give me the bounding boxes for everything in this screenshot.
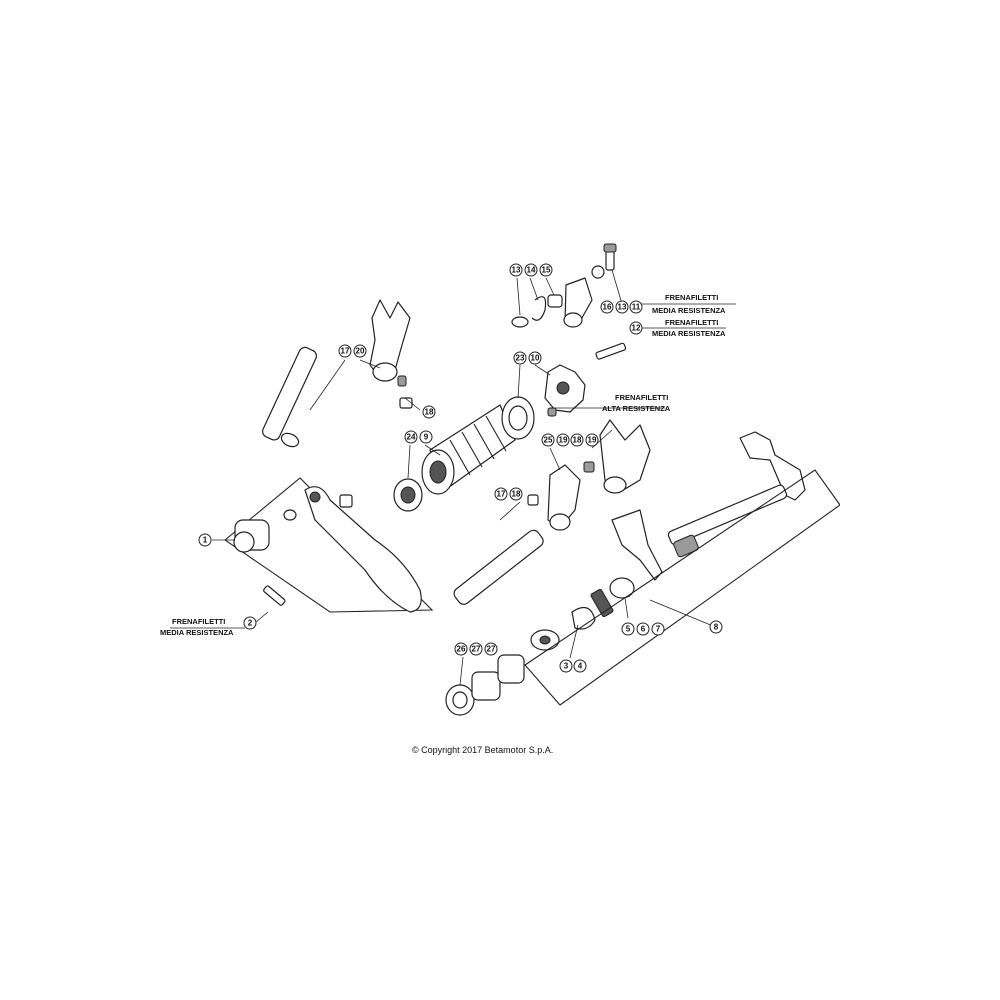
callout-5: 5 (621, 622, 635, 636)
svg-text:17: 17 (341, 347, 350, 356)
svg-text:27: 27 (472, 645, 481, 654)
svg-text:FRENAFILETTI: FRENAFILETTI (665, 318, 718, 327)
callout-13-right: 13 (615, 300, 629, 314)
svg-text:FRENAFILETTI: FRENAFILETTI (665, 293, 718, 302)
callout-7: 7 (651, 622, 665, 636)
svg-text:8: 8 (714, 623, 719, 632)
svg-text:27: 27 (487, 645, 496, 654)
callout-12: 12 (629, 321, 643, 335)
svg-text:11: 11 (632, 303, 641, 312)
svg-text:MEDIA RESISTENZA: MEDIA RESISTENZA (160, 628, 234, 637)
shift-pedal-assembly (224, 477, 434, 613)
svg-text:9: 9 (424, 433, 429, 442)
svg-text:ALTA RESISTENZA: ALTA RESISTENZA (602, 404, 671, 413)
note-threadlock-medium-2: FRENAFILETTI MEDIA RESISTENZA (652, 318, 726, 338)
svg-text:13: 13 (512, 266, 521, 275)
svg-text:26: 26 (457, 645, 466, 654)
callout-23: 23 (513, 351, 527, 365)
svg-text:25: 25 (544, 436, 553, 445)
exploded-parts-diagram: 1 2 3 4 5 6 7 8 9 10 11 12 13 13 14 15 1… (160, 240, 840, 757)
svg-text:23: 23 (516, 354, 525, 363)
callout-9: 9 (419, 430, 433, 444)
svg-text:14: 14 (527, 266, 536, 275)
callout-18-upper: 18 (422, 405, 436, 419)
svg-text:10: 10 (531, 354, 540, 363)
svg-text:MEDIA RESISTENZA: MEDIA RESISTENZA (652, 329, 726, 338)
shift-fork-upper-left (262, 299, 413, 448)
svg-text:18: 18 (425, 408, 434, 417)
leader-lines (170, 269, 736, 686)
callout-27-left: 27 (469, 642, 483, 656)
shift-fork-middle (527, 419, 651, 531)
svg-text:1: 1 (203, 536, 208, 545)
callout-26: 26 (454, 642, 468, 656)
shift-drum (393, 364, 586, 512)
callout-1: 1 (198, 533, 212, 547)
callout-11: 11 (629, 300, 643, 314)
svg-text:2: 2 (248, 619, 253, 628)
svg-text:13: 13 (618, 303, 627, 312)
callout-18-mid: 18 (570, 433, 584, 447)
svg-text:19: 19 (588, 436, 597, 445)
svg-text:5: 5 (626, 625, 631, 634)
callout-2: 2 (243, 616, 257, 630)
callout-24: 24 (404, 430, 418, 444)
callout-3: 3 (559, 659, 573, 673)
callout-17-lower: 17 (494, 487, 508, 501)
svg-text:12: 12 (632, 324, 641, 333)
callout-19-left: 19 (556, 433, 570, 447)
callout-20: 20 (353, 344, 367, 358)
callout-6: 6 (636, 622, 650, 636)
copyright-text: © Copyright 2017 Betamotor S.p.A. (412, 745, 553, 755)
svg-text:FRENAFILETTI: FRENAFILETTI (172, 617, 225, 626)
svg-text:17: 17 (497, 490, 506, 499)
callout-15: 15 (539, 263, 553, 277)
callout-18-lower: 18 (509, 487, 523, 501)
svg-text:19: 19 (559, 436, 568, 445)
svg-text:18: 18 (512, 490, 521, 499)
upper-hardware (511, 243, 627, 360)
note-threadlock-medium-1: FRENAFILETTI MEDIA RESISTENZA (652, 293, 726, 315)
svg-text:MEDIA RESISTENZA: MEDIA RESISTENZA (652, 306, 726, 315)
svg-text:7: 7 (656, 625, 661, 634)
svg-text:4: 4 (578, 662, 583, 671)
callout-4: 4 (573, 659, 587, 673)
selector-shaft-assembly (524, 431, 840, 706)
callout-25: 25 (541, 433, 555, 447)
callout-10: 10 (528, 351, 542, 365)
callout-19-right: 19 (585, 433, 599, 447)
svg-text:18: 18 (573, 436, 582, 445)
svg-text:15: 15 (542, 266, 551, 275)
note-threadlock-medium-3: FRENAFILETTI MEDIA RESISTENZA (160, 617, 234, 637)
callout-13-top: 13 (509, 263, 523, 277)
svg-text:16: 16 (603, 303, 612, 312)
svg-text:FRENAFILETTI: FRENAFILETTI (615, 393, 668, 402)
svg-text:24: 24 (407, 433, 416, 442)
svg-text:20: 20 (356, 347, 365, 356)
callout-16: 16 (600, 300, 614, 314)
callout-14: 14 (524, 263, 538, 277)
callout-8: 8 (709, 620, 723, 634)
bearing-set (445, 654, 525, 716)
diagram-canvas: 1 2 3 4 5 6 7 8 9 10 11 12 13 13 14 15 1… (160, 243, 840, 755)
svg-text:3: 3 (564, 662, 569, 671)
note-threadlock-high: FRENAFILETTI ALTA RESISTENZA (602, 393, 671, 413)
callout-27-right: 27 (484, 642, 498, 656)
callout-17-upper: 17 (338, 344, 352, 358)
svg-text:6: 6 (641, 625, 646, 634)
fork-rod-lower (453, 529, 544, 605)
